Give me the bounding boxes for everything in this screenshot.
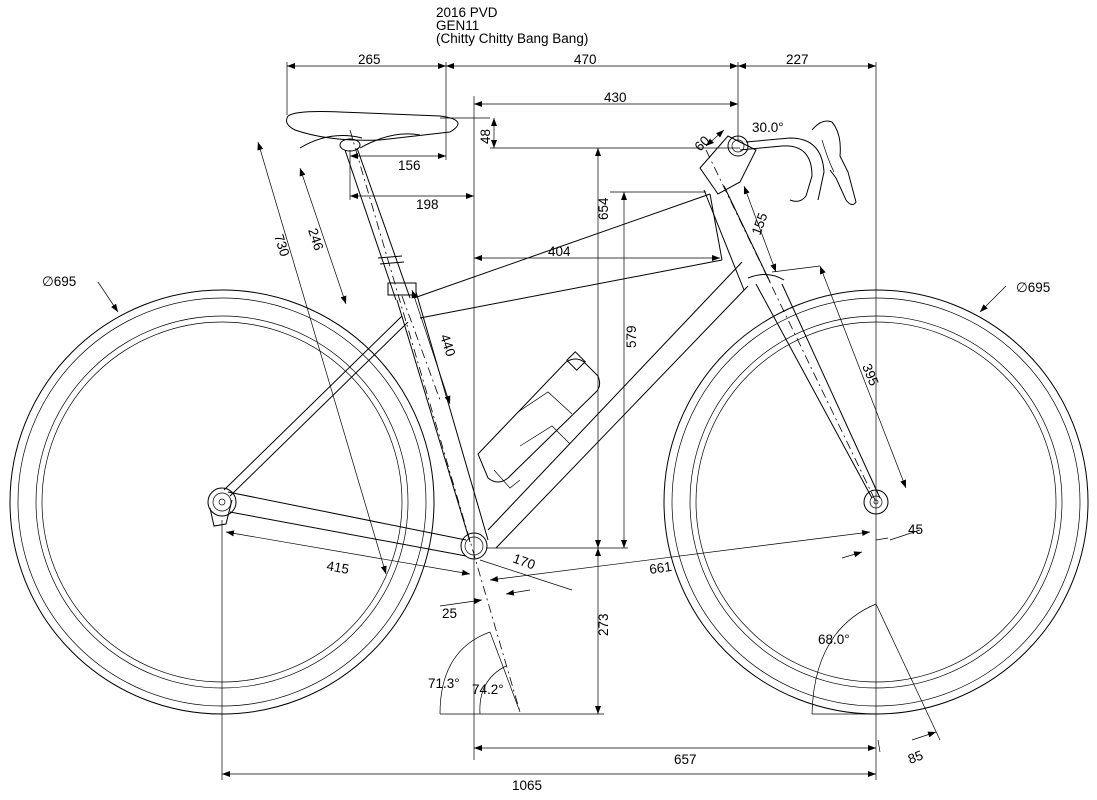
label-198: 198: [416, 197, 439, 212]
label-85: 85: [906, 748, 925, 767]
label-246: 246: [305, 226, 326, 252]
label-25: 25: [442, 606, 457, 621]
label-60: 60: [692, 133, 713, 154]
title-block: 2016 PVD GEN11 (Chitty Chitty Bang Bang): [436, 5, 588, 46]
label-rear-wheel-diameter: ∅695: [42, 274, 76, 289]
label-579: 579: [624, 325, 639, 348]
title-generation: GEN11: [436, 18, 479, 33]
label-415: 415: [325, 558, 350, 577]
label-273: 273: [596, 613, 611, 636]
bottle-and-cage: [477, 351, 601, 489]
dimension-labels: 265 470 227 430 48 60 30.0° 156 198 654 …: [42, 52, 1050, 793]
label-265: 265: [358, 52, 381, 67]
label-440: 440: [437, 332, 458, 358]
label-155: 155: [749, 211, 771, 237]
title-nickname: (Chitty Chitty Bang Bang): [436, 31, 588, 46]
label-1065: 1065: [512, 778, 542, 793]
label-404: 404: [548, 244, 571, 259]
label-45: 45: [908, 522, 923, 537]
extension-lines: [221, 62, 880, 780]
label-156: 156: [398, 158, 421, 173]
label-head-angle: 68.0°: [818, 632, 850, 647]
dimension-lines: [97, 63, 1007, 777]
label-227: 227: [786, 52, 809, 67]
label-654: 654: [596, 197, 611, 220]
label-seat-angle-2: 74.2°: [472, 682, 504, 697]
label-430: 430: [604, 90, 627, 105]
label-48: 48: [478, 129, 493, 144]
label-seat-angle-1: 71.3°: [428, 676, 460, 691]
label-470: 470: [574, 52, 597, 67]
angle-arcs: [439, 603, 941, 741]
label-stem-angle: 30.0°: [752, 120, 784, 135]
saddle: [286, 111, 459, 152]
label-657: 657: [674, 752, 697, 767]
bike-frame: [209, 185, 771, 560]
title-model: 2016 PVD: [436, 5, 498, 20]
label-661: 661: [648, 559, 672, 577]
handlebar: [739, 120, 857, 206]
center-lines: [349, 129, 877, 713]
label-395: 395: [859, 362, 881, 389]
label-front-wheel-diameter: ∅695: [1016, 280, 1050, 295]
label-730: 730: [271, 232, 292, 258]
label-170: 170: [511, 551, 537, 573]
